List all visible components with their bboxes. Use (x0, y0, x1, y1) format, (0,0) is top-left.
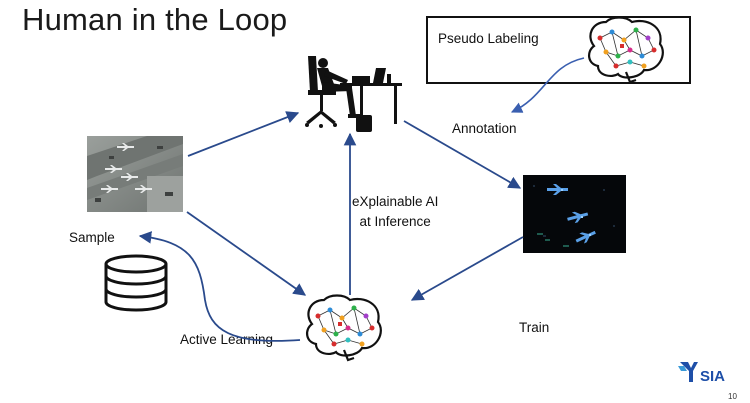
sia-logo: SIA (678, 362, 725, 385)
train-label: Train (519, 320, 550, 335)
person-at-desk-icon (305, 56, 402, 132)
satellite-airport-image (87, 136, 183, 212)
pseudo-labeling-label: Pseudo Labeling (438, 31, 539, 46)
page-number: 10 (728, 392, 737, 401)
page-title: Human in the Loop (22, 2, 288, 37)
arrow-pseudo-to-annotation (510, 57, 585, 113)
arrow-sample-to-human (187, 111, 300, 157)
database-icon (104, 254, 168, 312)
sample-label: Sample (69, 230, 115, 245)
active-learning-label: Active Learning (180, 332, 274, 347)
pseudo-labeling-box (426, 16, 691, 84)
brain-network-icon-bottom (306, 294, 382, 362)
arrow-active-learning (138, 231, 301, 342)
brain-network-icon-top (588, 16, 664, 84)
xai-label-line1: eXplainable AI (352, 194, 439, 209)
sia-logo-text: SIA (700, 368, 725, 385)
arrow-train-to-model (410, 236, 524, 301)
detection-result-image (523, 175, 626, 253)
xai-label: eXplainable AI at Inference (352, 192, 438, 232)
xai-label-line2: at Inference (359, 214, 431, 229)
arrow-human-to-train (403, 120, 522, 189)
annotation-label: Annotation (452, 121, 517, 136)
arrow-sample-to-model (186, 211, 307, 296)
